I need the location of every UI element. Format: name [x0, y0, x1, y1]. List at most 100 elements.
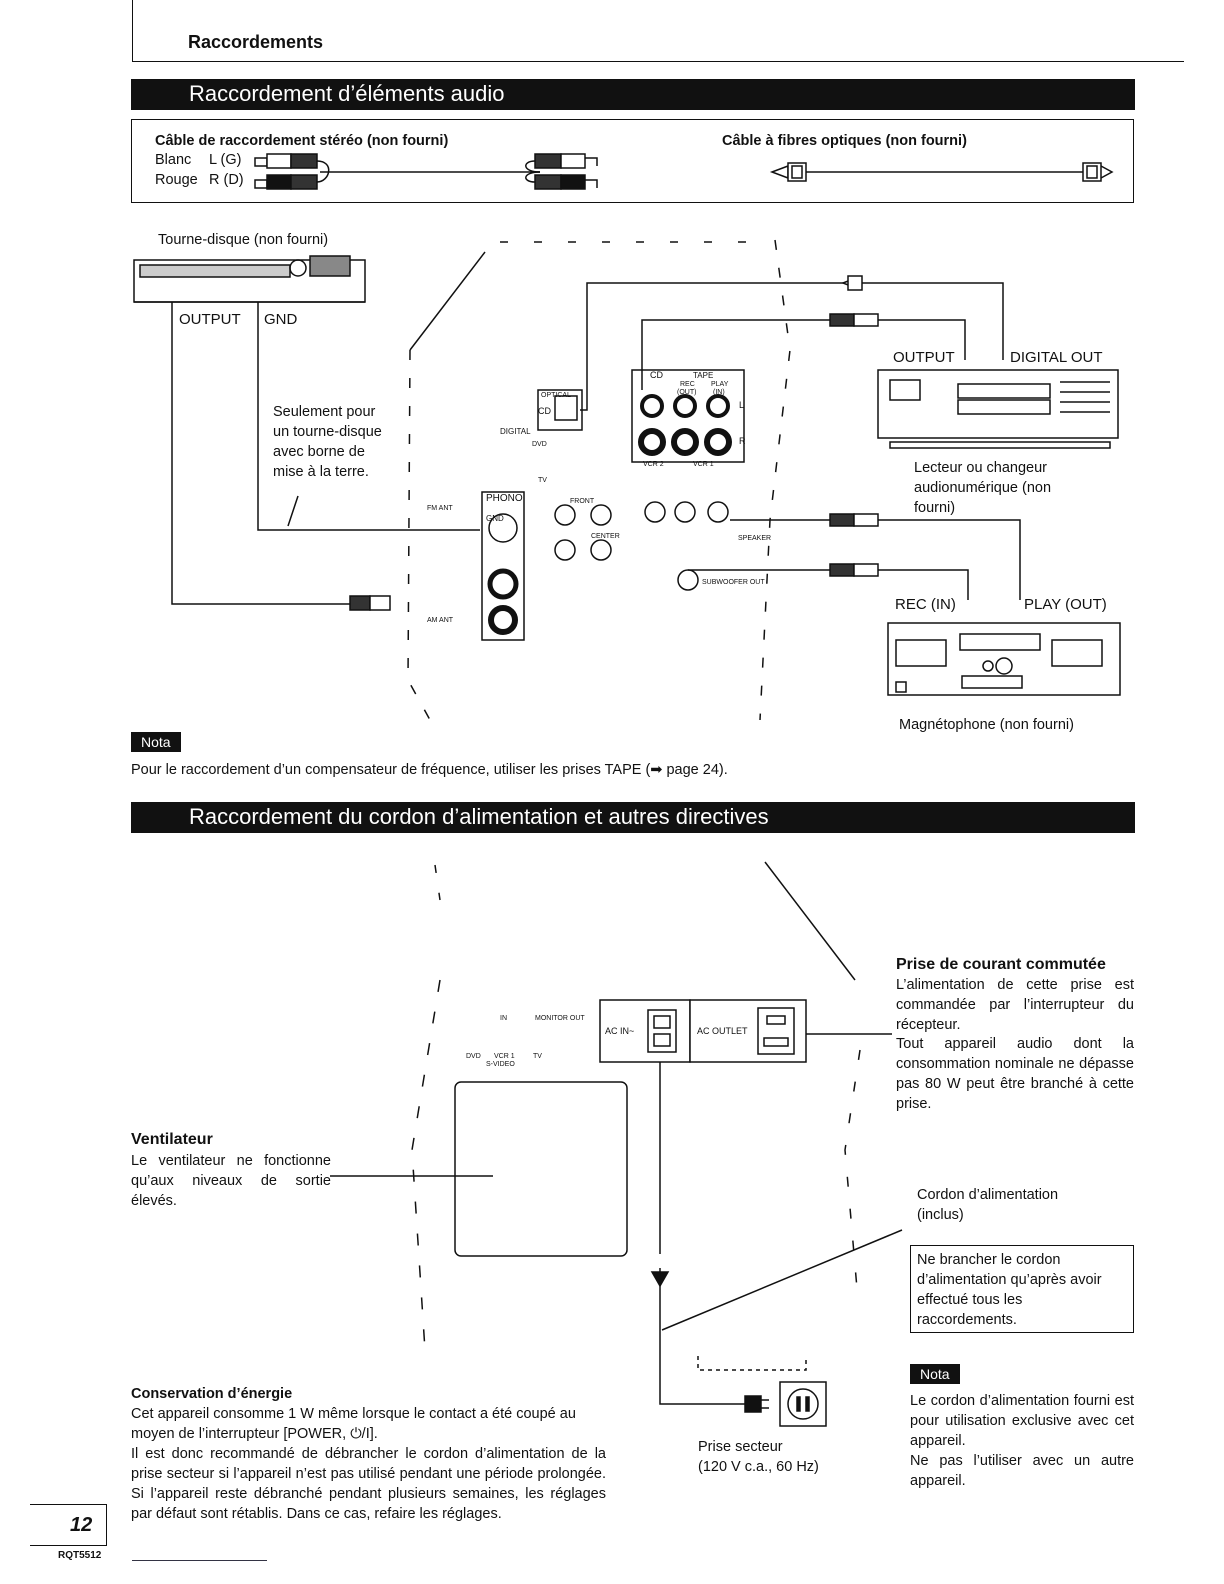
- panel-vcr1: VCR 1: [693, 461, 714, 468]
- panel-tv: TV: [538, 477, 547, 484]
- warning-line-4: raccordements.: [917, 1312, 1017, 1328]
- cord-label-line-1: Cordon d’alimentation: [917, 1187, 1059, 1203]
- ac-outlet-label: AC OUTLET: [697, 1026, 748, 1036]
- header-rule-vertical: [132, 0, 133, 62]
- cable-legend-box: [131, 119, 1134, 203]
- ground-note: Seulement pour un tourne-disque avec bor…: [273, 402, 382, 482]
- warning-line-3: effectué tous les: [917, 1292, 1023, 1308]
- nota-2-badge: Nota: [910, 1364, 960, 1384]
- tape-deck-icon: [887, 622, 1121, 696]
- footer-rule: [30, 1504, 106, 1505]
- footer-rule-vertical: [106, 1504, 107, 1546]
- panel-monitor-out: MONITOR OUT: [535, 1015, 585, 1022]
- panel-gnd: GND: [486, 514, 504, 523]
- header-rule: [132, 61, 1184, 62]
- panel-play: PLAY: [711, 381, 729, 388]
- panel-rec-out: (OUT): [677, 389, 696, 396]
- audio-section-title: Raccordement d’éléments audio: [189, 81, 505, 106]
- switched-outlet-text-2: Tout appareil audio dont la consommation…: [896, 1036, 1134, 1112]
- turntable-gnd-label: GND: [264, 311, 298, 328]
- panel-cd: CD: [650, 370, 663, 380]
- connection-diagram: PHONO GND CD OPTICAL DIGITAL DVD TV CD T…: [133, 239, 1121, 721]
- optical-cable-title: Câble à fibres optiques (non fourni): [722, 133, 967, 149]
- panel-svideo: S-VIDEO: [486, 1061, 515, 1068]
- footer-link-line: [132, 1560, 267, 1561]
- panel-digital: DIGITAL: [500, 427, 531, 436]
- nota-2-text: Le cordon d’alimentation fourni est pour…: [910, 1393, 1134, 1449]
- ground-note-line-4: mise à la terre.: [273, 464, 369, 480]
- red-label: Rouge: [155, 172, 198, 188]
- panel-speaker: SPEAKER: [738, 535, 771, 542]
- power-diagram: AC IN~ AC OUTLET IN MONITOR OUT DVD VCR …: [330, 861, 903, 1427]
- cd-player-label-line-3: fourni): [914, 500, 956, 516]
- panel-subwoofer: SUBWOOFER OUT: [702, 579, 765, 586]
- rec-in-label: REC (IN): [895, 596, 956, 613]
- power-section-title: Raccordement du cordon d’alimentation et…: [189, 804, 769, 829]
- footer-rule-2: [30, 1545, 106, 1546]
- energy-title: Conservation d’énergie: [131, 1386, 293, 1402]
- panel-dvd-2: DVD: [466, 1053, 481, 1060]
- tape-deck-label: Magnétophone (non fourni): [899, 717, 1074, 733]
- panel-rec: REC: [680, 381, 695, 388]
- warning-box: Ne brancher le cordon d’alimentation qu’…: [910, 1245, 1134, 1333]
- panel-tv-2: TV: [533, 1053, 542, 1060]
- optical-cable-icon: [769, 162, 1114, 182]
- outlet-label-line-1: Prise secteur: [698, 1439, 783, 1455]
- ground-note-line-1: Seulement pour: [273, 404, 376, 420]
- switched-outlet-title: Prise de courant commutée: [896, 956, 1106, 973]
- play-out-label: PLAY (OUT): [1024, 596, 1107, 613]
- panel-center: CENTER: [591, 533, 620, 540]
- fan-text: Le ventilateur ne fonctionne qu’aux nive…: [131, 1153, 331, 1209]
- panel-fm-ant: FM ANT: [427, 505, 453, 512]
- ac-in-label: AC IN~: [605, 1026, 634, 1036]
- page-number: 12: [70, 1514, 93, 1536]
- warning-line-2: d’alimentation qu’après avoir: [917, 1272, 1102, 1288]
- fan-title: Ventilateur: [131, 1131, 213, 1148]
- audio-section-bar: Raccordement d’éléments audio: [131, 79, 1135, 110]
- stereo-cable-title: Câble de raccordement stéréo (non fourni…: [155, 133, 449, 149]
- panel-jack-l: L: [739, 400, 744, 410]
- panel-phono: PHONO: [486, 493, 523, 504]
- panel-play-in: (IN): [713, 389, 725, 396]
- ground-note-line-3: avec borne de: [273, 444, 365, 460]
- nota-2-text-2: Ne pas l’utiliser avec un autre appareil…: [910, 1453, 1134, 1489]
- panel-tape: TAPE: [693, 371, 713, 380]
- switched-outlet-text: L’alimentation de cette prise est comman…: [896, 977, 1134, 1033]
- energy-text-2: Il est donc recommandé de débrancher le …: [131, 1446, 606, 1522]
- turntable-icon: [133, 255, 366, 303]
- panel-dvd: DVD: [532, 441, 547, 448]
- outlet-label-line-2: (120 V c.a., 60 Hz): [698, 1459, 819, 1475]
- energy-text-1: Cet appareil consomme 1 W même lorsque l…: [131, 1406, 576, 1442]
- cable-legend-drawing: [254, 153, 1114, 190]
- doc-code: RQT5512: [58, 1550, 102, 1561]
- panel-optical: OPTICAL: [541, 392, 571, 399]
- cd-player-label-line-1: Lecteur ou changeur: [914, 460, 1048, 476]
- panel-in: IN: [500, 1015, 507, 1022]
- nota-badge: Nota: [131, 732, 181, 752]
- white-label: Blanc: [155, 152, 192, 168]
- cord-label-line-2: (inclus): [917, 1207, 964, 1223]
- panel-cd-optical: CD: [538, 406, 551, 416]
- cd-output-label: OUTPUT: [893, 349, 955, 366]
- panel-front: FRONT: [570, 498, 595, 505]
- red-channel: R (D): [209, 172, 244, 188]
- cd-player-label-line-2: audionumérique (non: [914, 480, 1052, 496]
- panel-vcr1-2: VCR 1: [494, 1053, 515, 1060]
- receiver-rear-panel: [481, 369, 745, 641]
- stereo-cable-icon: [254, 153, 598, 190]
- nota-text: Pour le raccordement d’un compensateur d…: [131, 762, 728, 778]
- cd-player-label: Lecteur ou changeur audionumérique (non …: [914, 458, 1051, 518]
- panel-vcr2: VCR 2: [643, 461, 664, 468]
- ground-note-line-2: un tourne-disque: [273, 424, 382, 440]
- cd-digital-out-label: DIGITAL OUT: [1010, 349, 1103, 366]
- cd-player-icon: [877, 369, 1119, 449]
- white-channel: L (G): [209, 152, 242, 168]
- warning-line-1: Ne brancher le cordon: [917, 1252, 1061, 1268]
- power-section-bar: Raccordement du cordon d’alimentation et…: [131, 802, 1135, 833]
- turntable-output-label: OUTPUT: [179, 311, 241, 328]
- panel-jack-r: R: [739, 436, 746, 446]
- cord-label: Cordon d’alimentation (inclus): [917, 1185, 1058, 1225]
- turntable-label: Tourne-disque (non fourni): [158, 232, 329, 248]
- section-title: Raccordements: [188, 32, 324, 52]
- panel-am-ant: AM ANT: [427, 617, 454, 624]
